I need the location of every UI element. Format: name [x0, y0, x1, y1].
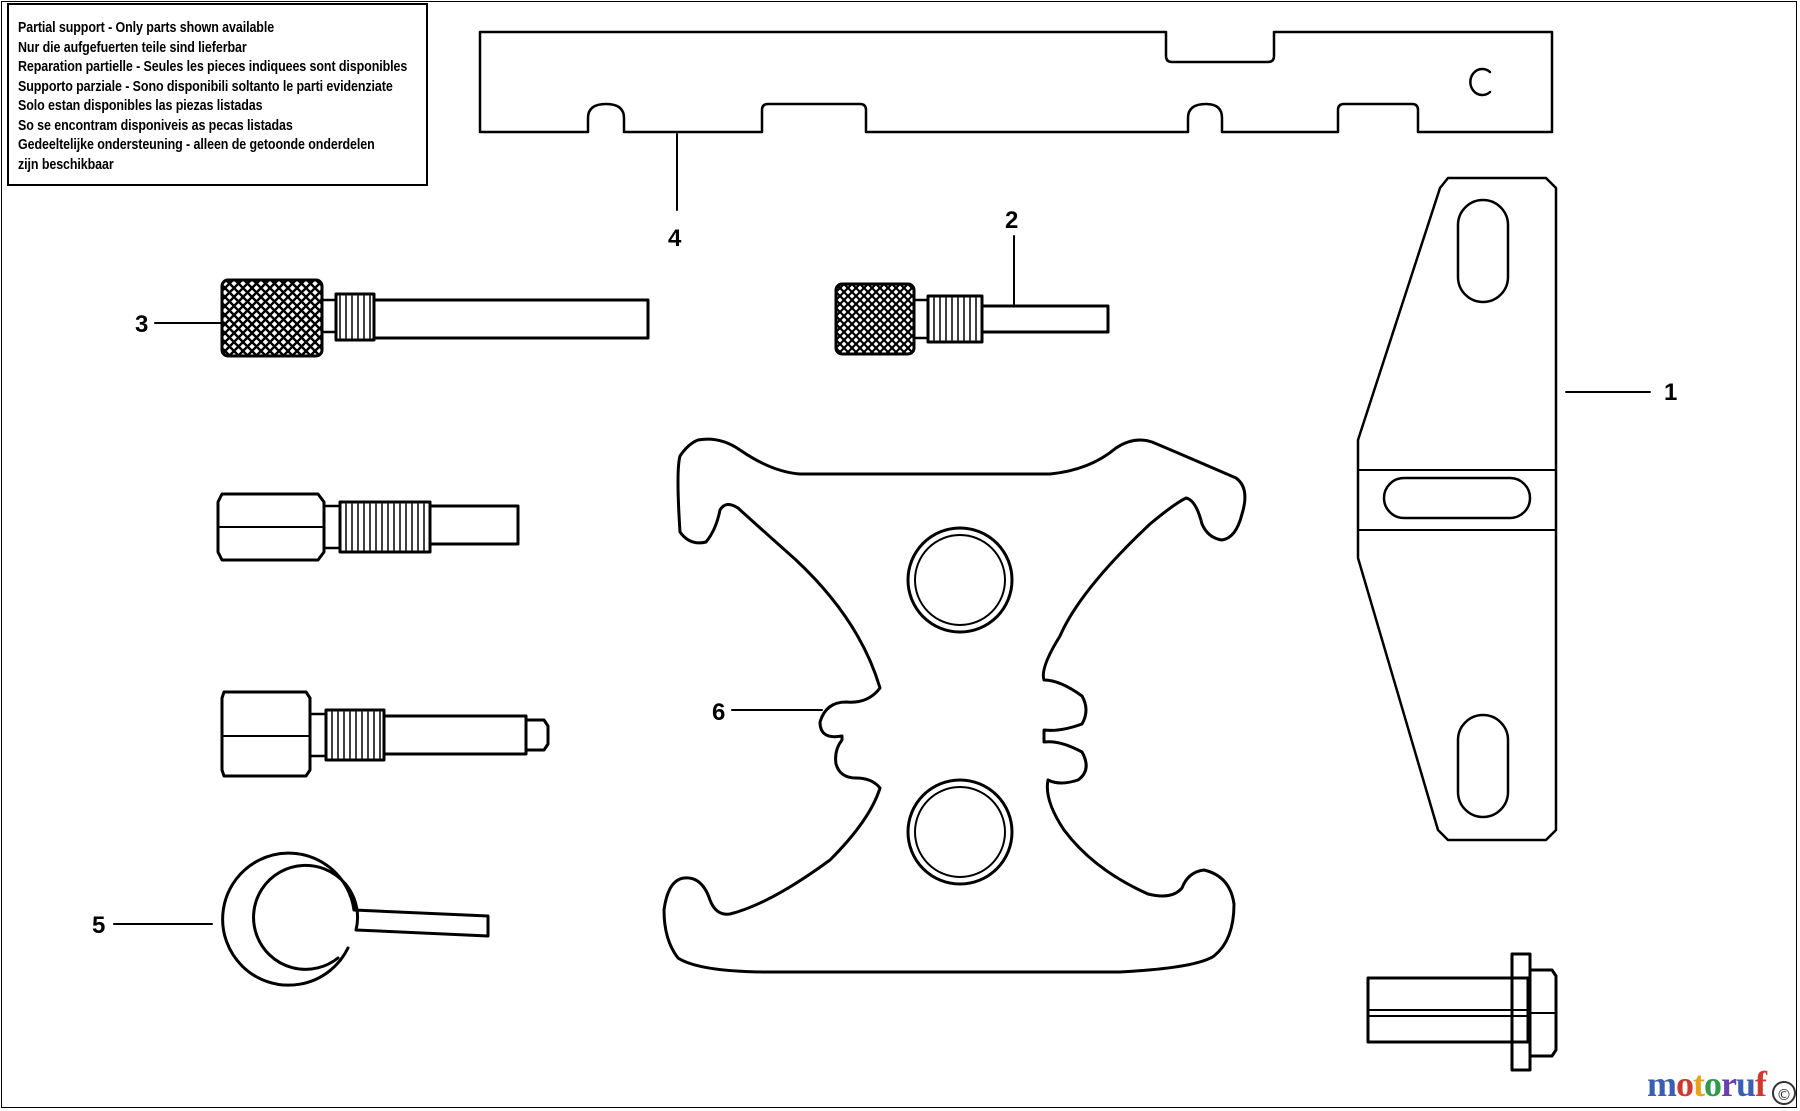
watermark-letter: u — [1735, 1064, 1756, 1104]
watermark-logo: motoruf — [1646, 1063, 1767, 1105]
watermark-letter: r — [1720, 1064, 1737, 1104]
part-4-timing-bar — [478, 30, 1554, 211]
callout-3: 3 — [135, 311, 148, 338]
part-1-locking-plate — [1356, 176, 1651, 842]
callout-1: 1 — [1664, 379, 1677, 406]
part-2-knurled-pin — [834, 235, 1110, 356]
flanged-bolt — [1366, 952, 1558, 1072]
watermark-letter: o — [1675, 1064, 1694, 1104]
watermark-letter: m — [1646, 1064, 1677, 1104]
callout-2: 2 — [1005, 207, 1018, 234]
notice-line-1: Partial support - Only parts shown avail… — [18, 20, 275, 36]
callout-6: 6 — [712, 699, 725, 726]
part-3-knurled-pin — [154, 278, 650, 358]
notice-line-8: zijn beschikbaar — [18, 156, 114, 173]
callout-5: 5 — [92, 912, 105, 939]
notice-line-2: Nur die aufgefuerten teile sind lieferba… — [18, 39, 247, 56]
hex-pin-lower — [220, 690, 550, 778]
notice-line-5: Solo estan disponibles las piezas listad… — [18, 98, 263, 114]
part-6-holding-plate — [662, 437, 1247, 974]
part-5-ring-pin — [113, 851, 490, 987]
callout-4: 4 — [668, 225, 682, 252]
notice-line-4: Supporto parziale - Sono disponibili sol… — [18, 78, 393, 95]
availability-notice: Partial support - Only parts shown avail… — [7, 3, 428, 186]
watermark-letter: o — [1703, 1064, 1722, 1104]
watermark-letter: f — [1755, 1064, 1767, 1104]
copyright-icon: © — [1772, 1081, 1796, 1105]
notice-line-6: So se encontram disponiveis as pecas lis… — [18, 117, 293, 134]
hex-pin-upper — [216, 492, 520, 562]
watermark-letter: t — [1692, 1064, 1705, 1104]
notice-line-3: Reparation partielle - Seules les pieces… — [18, 59, 408, 75]
notice-line-7: Gedeeltelijke ondersteuning - alleen de … — [18, 137, 375, 153]
